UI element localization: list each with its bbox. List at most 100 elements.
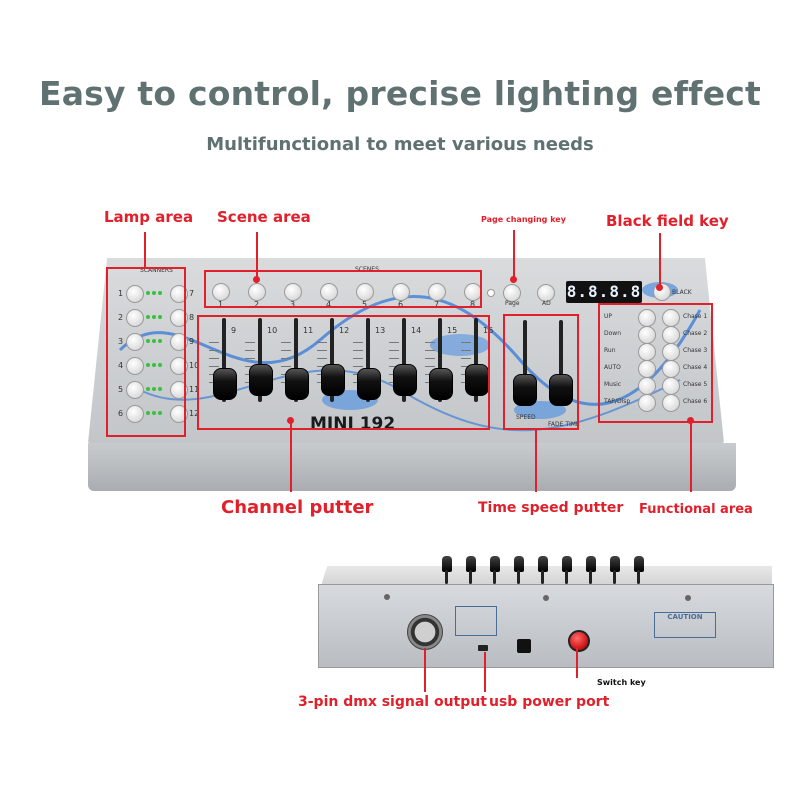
screw-icon [384,594,390,600]
scanner-button[interactable] [126,309,144,327]
back-fader-knob[interactable] [610,556,620,572]
scanner-button[interactable] [170,357,188,375]
back-fader-knob[interactable] [514,556,524,572]
chase-label: Chase 2 [683,330,708,337]
scanner-button[interactable] [170,333,188,351]
fader-number: 12 [339,326,350,335]
scene-area-box [204,270,482,308]
back-fader-knob[interactable] [538,556,548,572]
fader-scale-tick [209,342,219,343]
fader-scale-tick [461,358,471,359]
chase-label: Chase 3 [683,347,708,354]
scanner-button[interactable] [170,309,188,327]
channel-putter-label: Channel putter [221,497,374,518]
back-fader-knob[interactable] [634,556,644,572]
fader-scale-tick [353,350,363,351]
back-fader-stem [637,570,640,584]
dip-switch-panel [455,606,497,636]
usb-power-port-label: usb power port [489,694,610,710]
back-unit-body [318,584,774,668]
scanner-number: 6 [118,409,124,418]
scene-button[interactable] [284,283,302,301]
scanner-number: 3 [118,337,124,346]
back-fader-stem [517,570,520,584]
fader-track [222,318,226,402]
scanner-number: 7 [189,289,195,298]
back-fader-knob[interactable] [562,556,572,572]
back-fader-knob[interactable] [442,556,452,572]
scanner-button[interactable] [126,405,144,423]
scanner-led [146,411,150,415]
dc-power-jack[interactable] [517,639,531,653]
black-field-key-label: Black field key [606,212,729,230]
fade-fader-knob[interactable] [549,374,573,406]
fader-scale-tick [245,358,255,359]
fader-knob[interactable] [429,367,453,400]
fader-scale-tick [209,358,219,359]
scanner-button[interactable] [126,381,144,399]
scanner-button[interactable] [170,381,188,399]
page-button[interactable] [503,284,521,302]
black-callout-line [659,233,661,287]
function-button[interactable] [638,394,656,412]
function-callout-dot [687,417,694,424]
fader-knob[interactable] [465,364,489,396]
speed-label: SPEED [516,414,536,421]
fader-knob[interactable] [285,367,309,400]
scanner-button[interactable] [126,285,144,303]
chase-label: Chase 6 [683,398,708,405]
fader-scale-tick [245,350,255,351]
power-switch-key[interactable] [568,630,590,652]
usb-port[interactable] [478,645,488,651]
chase-label: Chase 5 [683,381,708,388]
switch-callout-line [576,648,578,678]
scene-button[interactable] [320,283,338,301]
fader-scale-tick [389,350,399,351]
scanner-button[interactable] [170,405,188,423]
back-fader-stem [493,570,496,584]
back-fader-stem [613,570,616,584]
scene-button[interactable] [428,283,446,301]
scanner-number: 4 [118,361,124,370]
scene-button[interactable] [356,283,374,301]
scanner-button[interactable] [126,333,144,351]
page-callout-line [513,230,515,282]
speed-fader-track [523,320,527,390]
fader-scale-tick [317,358,327,359]
channel-callout-dot [287,417,294,424]
speed-fader-knob[interactable] [513,374,537,406]
scanner-led [152,339,156,343]
black-callout-dot [656,284,663,291]
scanner-button[interactable] [170,285,188,303]
lamp-area-label: Lamp area [104,208,194,226]
back-fader-knob[interactable] [466,556,476,572]
time-speed-putter-label: Time speed putter [478,500,624,516]
lamp-callout-line [144,232,146,268]
fader-knob[interactable] [393,364,417,396]
scene-button[interactable] [392,283,410,301]
fader-knob[interactable] [321,364,345,396]
fader-number: 10 [267,326,278,335]
dmx-xlr-connector[interactable] [407,614,443,650]
fader-knob[interactable] [357,367,381,400]
back-fader-knob[interactable] [586,556,596,572]
back-fader-knob[interactable] [490,556,500,572]
scanners-label: SCANNERS [140,267,173,274]
fader-scale-tick [425,342,435,343]
dmx-output-label: 3-pin dmx signal output [298,694,487,710]
scene-button[interactable] [212,283,230,301]
scene-button[interactable] [248,283,266,301]
chase-button[interactable] [662,394,680,412]
fader-number: 11 [303,326,314,335]
scanner-led [158,291,162,295]
back-fader-stem [541,570,544,584]
scanner-button[interactable] [126,357,144,375]
ad-button[interactable] [537,284,555,302]
function-label: Music [604,381,622,388]
fader-number: 14 [411,326,422,335]
scanner-number: 1 [118,289,124,298]
scanner-led [152,387,156,391]
scene-number: 2 [254,300,260,309]
fader-knob[interactable] [249,364,273,396]
fader-knob[interactable] [213,367,237,400]
